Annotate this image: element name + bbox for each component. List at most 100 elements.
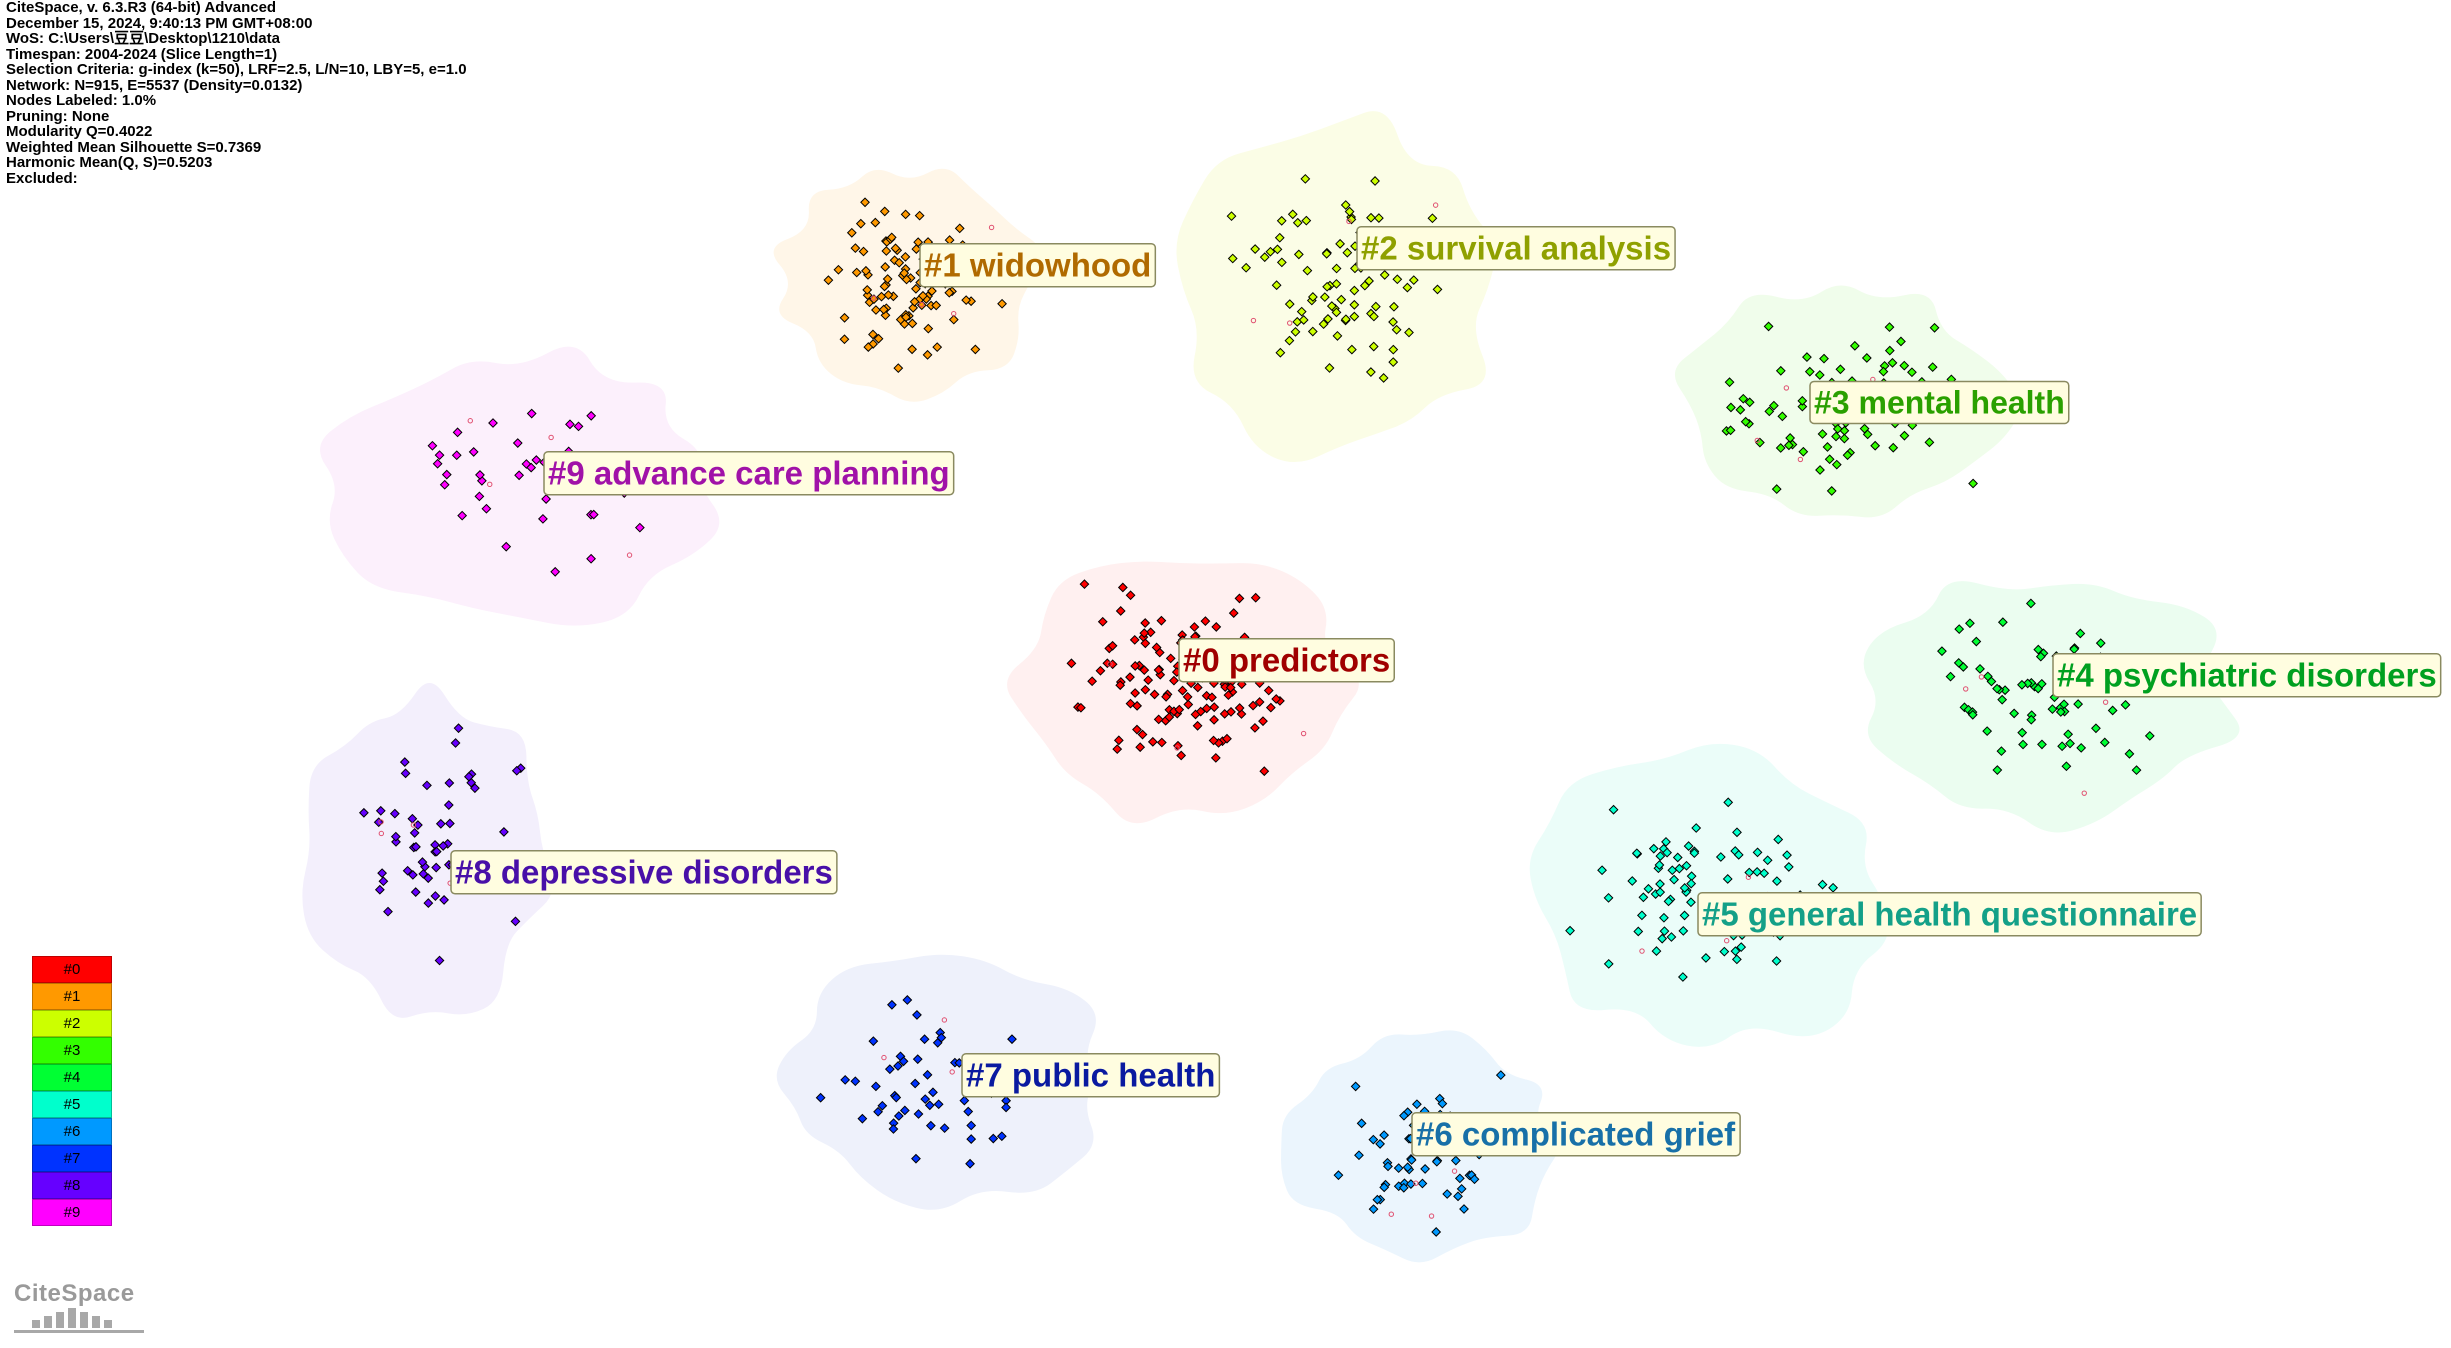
node-7[interactable] [912, 1010, 922, 1020]
node-3[interactable] [1884, 322, 1895, 333]
node-0[interactable] [1225, 682, 1236, 693]
node-5[interactable] [1691, 823, 1702, 833]
node-7[interactable] [966, 1134, 977, 1144]
node-2[interactable] [1274, 232, 1285, 243]
node-5[interactable] [1627, 876, 1638, 886]
node-0[interactable] [1219, 708, 1230, 719]
node-5[interactable] [1651, 946, 1662, 956]
node-6[interactable] [1437, 1098, 1448, 1109]
node-6[interactable] [1379, 1130, 1390, 1141]
node-6[interactable] [1495, 1070, 1506, 1081]
node-1[interactable] [911, 283, 921, 294]
node-8[interactable] [499, 827, 509, 837]
node-2[interactable] [1368, 341, 1379, 352]
node-6[interactable] [1431, 1227, 1442, 1237]
node-8[interactable] [391, 836, 401, 847]
node-1[interactable] [907, 318, 918, 329]
node-0[interactable] [1156, 737, 1167, 748]
node-3[interactable] [1768, 400, 1779, 411]
node-3[interactable] [1861, 353, 1872, 363]
node-4[interactable] [2025, 598, 2036, 609]
node-4[interactable] [2120, 699, 2131, 710]
node-7[interactable] [959, 1095, 970, 1106]
node-0[interactable] [1207, 692, 1217, 703]
node-8[interactable] [431, 846, 442, 857]
node-5[interactable] [1686, 897, 1696, 908]
node-7[interactable] [928, 1087, 938, 1098]
node-3[interactable] [1899, 360, 1910, 371]
node-5[interactable] [1730, 946, 1741, 957]
node-4[interactable] [2026, 714, 2037, 725]
node-1[interactable] [880, 262, 891, 272]
node-4[interactable] [2107, 705, 2118, 716]
node-0[interactable] [1147, 736, 1158, 747]
node-4[interactable] [2099, 737, 2110, 748]
node-0[interactable] [1156, 615, 1167, 626]
node-4[interactable] [2073, 699, 2084, 709]
node-6[interactable] [1350, 1081, 1361, 1092]
node-3[interactable] [1887, 357, 1898, 368]
node-2[interactable] [1322, 281, 1333, 292]
node-2[interactable] [1432, 284, 1443, 295]
node-0[interactable] [1087, 676, 1098, 687]
node-0[interactable] [1254, 697, 1265, 707]
node-6[interactable] [1417, 1178, 1428, 1189]
node-1[interactable] [918, 290, 928, 301]
node-5[interactable] [1701, 953, 1711, 963]
node-2[interactable] [1331, 263, 1342, 274]
node-9[interactable] [512, 438, 523, 448]
node-5[interactable] [1759, 868, 1770, 879]
node-1[interactable] [839, 312, 850, 323]
node-5[interactable] [1683, 841, 1694, 851]
node-0[interactable] [1097, 616, 1108, 627]
node-5[interactable] [1674, 863, 1685, 874]
node-2[interactable] [1326, 301, 1337, 311]
node-2[interactable] [1346, 214, 1357, 225]
node-3[interactable] [1968, 478, 1978, 489]
node-2[interactable] [1318, 319, 1329, 330]
node-5[interactable] [1689, 848, 1700, 859]
node-0[interactable] [1115, 606, 1126, 616]
node-0[interactable] [1177, 685, 1188, 696]
node-7[interactable] [898, 1056, 909, 1067]
node-7[interactable] [988, 1133, 999, 1144]
node-2[interactable] [1349, 311, 1360, 322]
node-6[interactable] [1368, 1204, 1379, 1215]
node-2[interactable] [1307, 326, 1318, 337]
node-7[interactable] [963, 1106, 974, 1117]
node-7[interactable] [850, 1076, 861, 1087]
node-4[interactable] [1996, 746, 2007, 757]
node-6[interactable] [1379, 1182, 1390, 1193]
node-3[interactable] [1804, 366, 1815, 377]
node-4[interactable] [2035, 651, 2046, 662]
node-1[interactable] [907, 344, 917, 355]
node-8[interactable] [423, 898, 434, 908]
node-1[interactable] [913, 237, 924, 248]
node-9[interactable] [634, 522, 645, 533]
node-9[interactable] [476, 475, 487, 486]
node-6[interactable] [1398, 1182, 1409, 1193]
node-4[interactable] [2091, 723, 2101, 734]
node-0[interactable] [1201, 703, 1212, 714]
node-0[interactable] [1107, 640, 1118, 651]
node-1[interactable] [922, 349, 933, 360]
node-1[interactable] [846, 227, 857, 238]
node-0[interactable] [1076, 702, 1086, 713]
node-1[interactable] [997, 298, 1007, 309]
node-9[interactable] [565, 419, 575, 430]
node-2[interactable] [1332, 331, 1343, 341]
node-4[interactable] [2057, 741, 2068, 752]
node-7[interactable] [884, 1064, 895, 1075]
node-2[interactable] [1378, 373, 1389, 383]
node-0[interactable] [1259, 766, 1270, 777]
node-6[interactable] [1442, 1189, 1453, 1199]
node-5[interactable] [1565, 925, 1575, 936]
node-8[interactable] [383, 906, 393, 917]
node-0[interactable] [1130, 661, 1141, 671]
node-1[interactable] [863, 342, 874, 352]
node-7[interactable] [965, 1158, 975, 1169]
node-2[interactable] [1323, 314, 1333, 324]
node-4[interactable] [1945, 671, 1956, 682]
node-6[interactable] [1454, 1173, 1465, 1184]
